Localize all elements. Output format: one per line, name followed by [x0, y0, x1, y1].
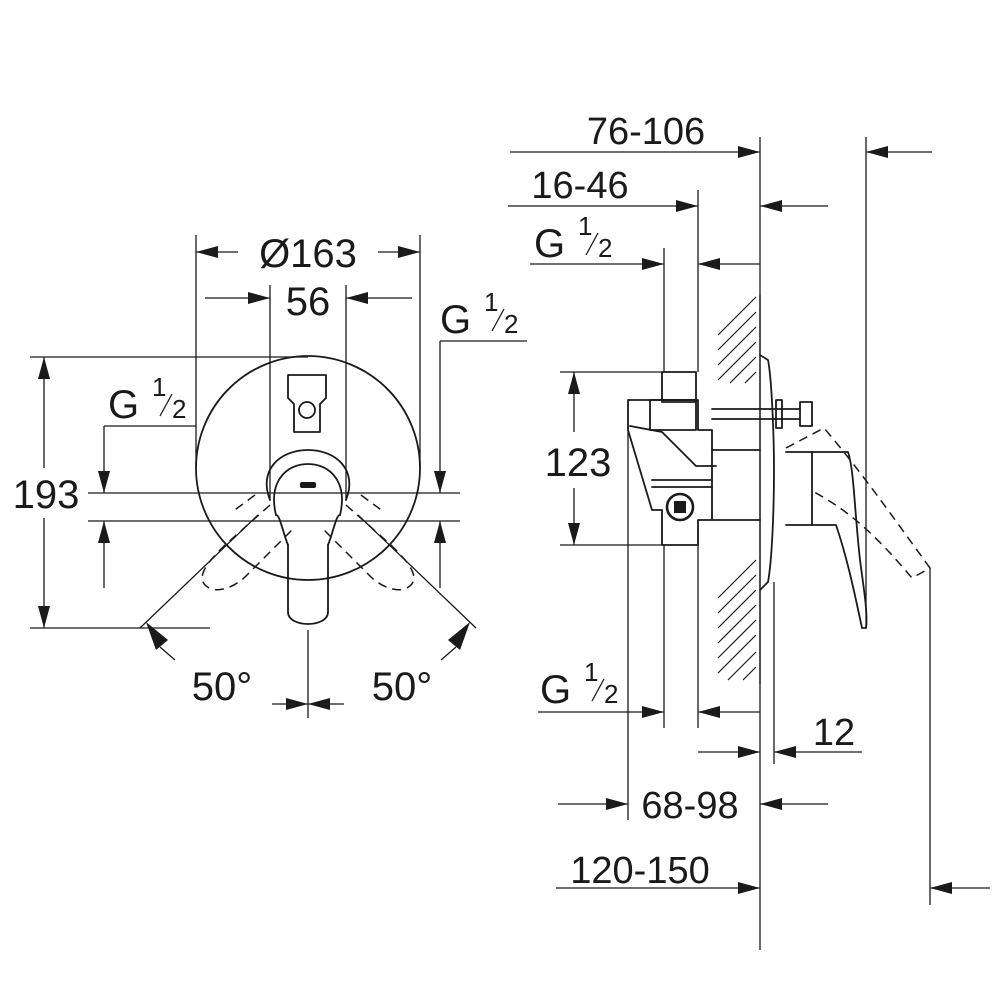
handle-right-position [323, 504, 415, 591]
thread-left-arrow-bottom [98, 521, 110, 543]
dim-handle-arrow-left [248, 292, 270, 304]
dim-body-arrow-top [568, 372, 580, 394]
dim-gap-label: 12 [813, 712, 855, 754]
svg-text:1: 1 [484, 287, 498, 317]
dim-cover-arrow-right [760, 200, 782, 212]
valve-outlet-mark [674, 501, 686, 513]
valve-body-inner [629, 425, 717, 467]
cover-plate-profile [759, 354, 775, 591]
svg-text:G: G [540, 668, 571, 712]
svg-text:G: G [440, 298, 471, 342]
angle-center-arrow-left [286, 698, 308, 710]
angle-arrow-right [440, 646, 457, 661]
angle-left-arrow [146, 622, 168, 650]
svg-text:1: 1 [578, 211, 592, 241]
dim-body-label: 123 [545, 441, 612, 485]
handle-pivot-ring [265, 449, 351, 501]
thread-top-arrow-right [698, 258, 720, 270]
svg-text:2: 2 [604, 679, 618, 709]
thread-right-label: G 1 2 [440, 287, 518, 342]
dim-total-arrow-right [930, 882, 952, 894]
dim-handle-label: 56 [286, 280, 331, 324]
handle-pivot-inner [273, 463, 343, 516]
thread-bottom-arrow-right [698, 706, 720, 718]
dim-gap-arrow-right [774, 746, 796, 758]
handle-right-ghost [360, 494, 385, 513]
dim-height-arrow-bottom [38, 606, 50, 628]
valve-body [627, 399, 713, 546]
handle-marker [300, 482, 316, 488]
valve-top-port [661, 371, 697, 403]
svg-text:G: G [534, 222, 565, 266]
svg-text:2: 2 [598, 233, 612, 263]
svg-text:2: 2 [504, 309, 518, 339]
dim-height-arrow-top [38, 357, 50, 379]
cartridge-bracket [287, 374, 327, 433]
dim-cover-arrow-left [676, 200, 698, 212]
svg-text:2: 2 [172, 394, 186, 424]
spindle-end [799, 401, 813, 427]
thread-left-label: G 1 2 [108, 372, 186, 427]
dim-body-arrow-bottom [568, 523, 580, 545]
dim-gap-arrow-left [738, 746, 760, 758]
angle-right-arrow [448, 622, 470, 650]
thread-right-arrow-bottom [434, 521, 446, 543]
front-view: Ø163 56 193 G 1 2 [13, 232, 527, 718]
dim-overall-arrow-right [866, 146, 888, 158]
angle-right-label: 50° [372, 665, 433, 709]
lever-handle-top [275, 514, 341, 546]
dim-handle-arrow-right [346, 292, 368, 304]
dim-diameter-arrow-right [398, 246, 420, 258]
wall-hatching-top [717, 296, 757, 384]
lever-handle [287, 544, 329, 625]
angle-center-arrow-right [308, 698, 330, 710]
svg-text:1: 1 [584, 657, 598, 687]
svg-text:G: G [108, 383, 139, 427]
handle-left-position [201, 504, 293, 591]
angle-left-label: 50° [192, 665, 253, 709]
dim-bodydepth-label: 68-98 [641, 785, 738, 827]
extension-sleeve [711, 449, 761, 521]
angle-arrow-left [159, 646, 176, 661]
dim-bodydepth-arrow-left [606, 798, 628, 810]
thread-left-arrow-top [98, 471, 110, 493]
svg-text:1: 1 [152, 372, 166, 402]
dim-bodydepth-arrow-right [760, 798, 782, 810]
side-view: 76-106 16-46 G 1 2 123 [508, 111, 990, 950]
wall-hatching-bottom [717, 559, 757, 681]
dim-cover-label: 16-46 [531, 165, 628, 207]
valve-top-nut [649, 399, 697, 431]
thread-right-arrow-top [434, 471, 446, 493]
cartridge-screw-hole [298, 401, 316, 419]
handle-left-ghost [231, 494, 256, 513]
dim-total-label: 120-150 [570, 850, 709, 892]
thread-top-arrow-left [642, 258, 664, 270]
lever-profile [785, 451, 868, 629]
dim-overall-label: 76-106 [587, 111, 705, 153]
thread-bottom-arrow-left [642, 706, 664, 718]
thread-top-label: G 1 2 [534, 211, 612, 266]
dim-height-label: 193 [13, 473, 80, 517]
thread-bottom-label: G 1 2 [540, 657, 618, 712]
dim-diameter-arrow-left [196, 246, 218, 258]
dim-total-arrow-left [738, 882, 760, 894]
spindle-collar [775, 399, 783, 429]
angle-left-ray [139, 514, 259, 629]
lever-rotated-dashed [785, 427, 932, 579]
cover-plate-outline [195, 355, 421, 581]
valve-outlet-port [665, 492, 695, 522]
dim-diameter-label: Ø163 [259, 232, 357, 276]
dim-overall-arrow [738, 146, 760, 158]
angle-right-ray [357, 514, 477, 629]
